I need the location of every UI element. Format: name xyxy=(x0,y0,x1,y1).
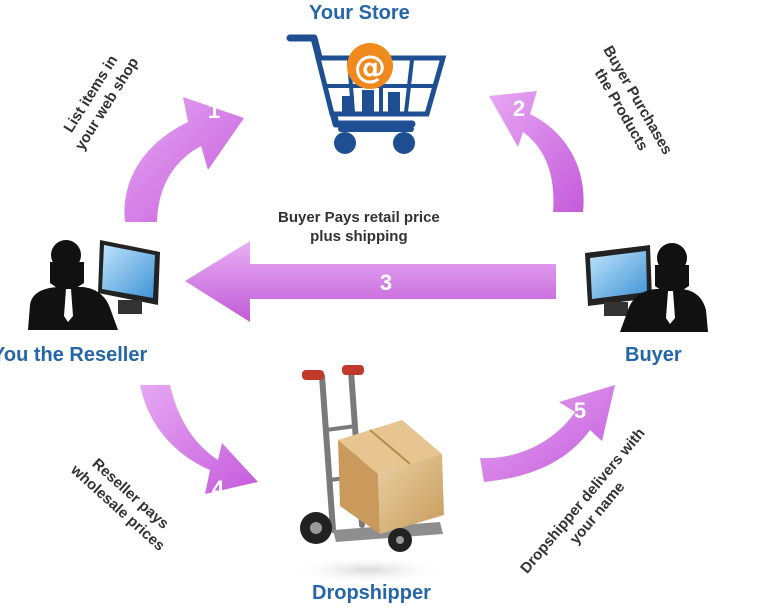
reseller-title: You the Reseller xyxy=(0,344,148,366)
arrow-step-5 xyxy=(480,385,615,482)
arrow-step-4 xyxy=(140,385,258,494)
step-5-number: 5 xyxy=(573,398,587,423)
step-3-number: 3 xyxy=(379,270,393,295)
buyer-title: Buyer xyxy=(625,344,682,366)
step-3-label-line-2: plus shipping xyxy=(310,228,408,245)
buyer-computer-icon xyxy=(585,243,708,332)
arrow-step-1 xyxy=(124,97,244,222)
reseller-computer-icon xyxy=(28,240,160,330)
step-3-label-line-1: Buyer Pays retail price xyxy=(278,209,440,226)
store-title: Your Store xyxy=(309,2,410,24)
step-3-label: Buyer Pays retail price plus shipping xyxy=(278,208,440,246)
cart-at-symbol: @ xyxy=(354,48,386,86)
hand-truck-box-icon xyxy=(288,365,448,584)
step-4-number: 4 xyxy=(211,476,225,501)
arrow-step-3 xyxy=(185,241,556,322)
dropshipper-title: Dropshipper xyxy=(312,582,431,604)
step-1-number: 1 xyxy=(207,98,221,123)
step-2-number: 2 xyxy=(512,96,526,121)
shopping-cart-icon: @ xyxy=(286,34,447,154)
arrow-step-2 xyxy=(489,91,584,212)
